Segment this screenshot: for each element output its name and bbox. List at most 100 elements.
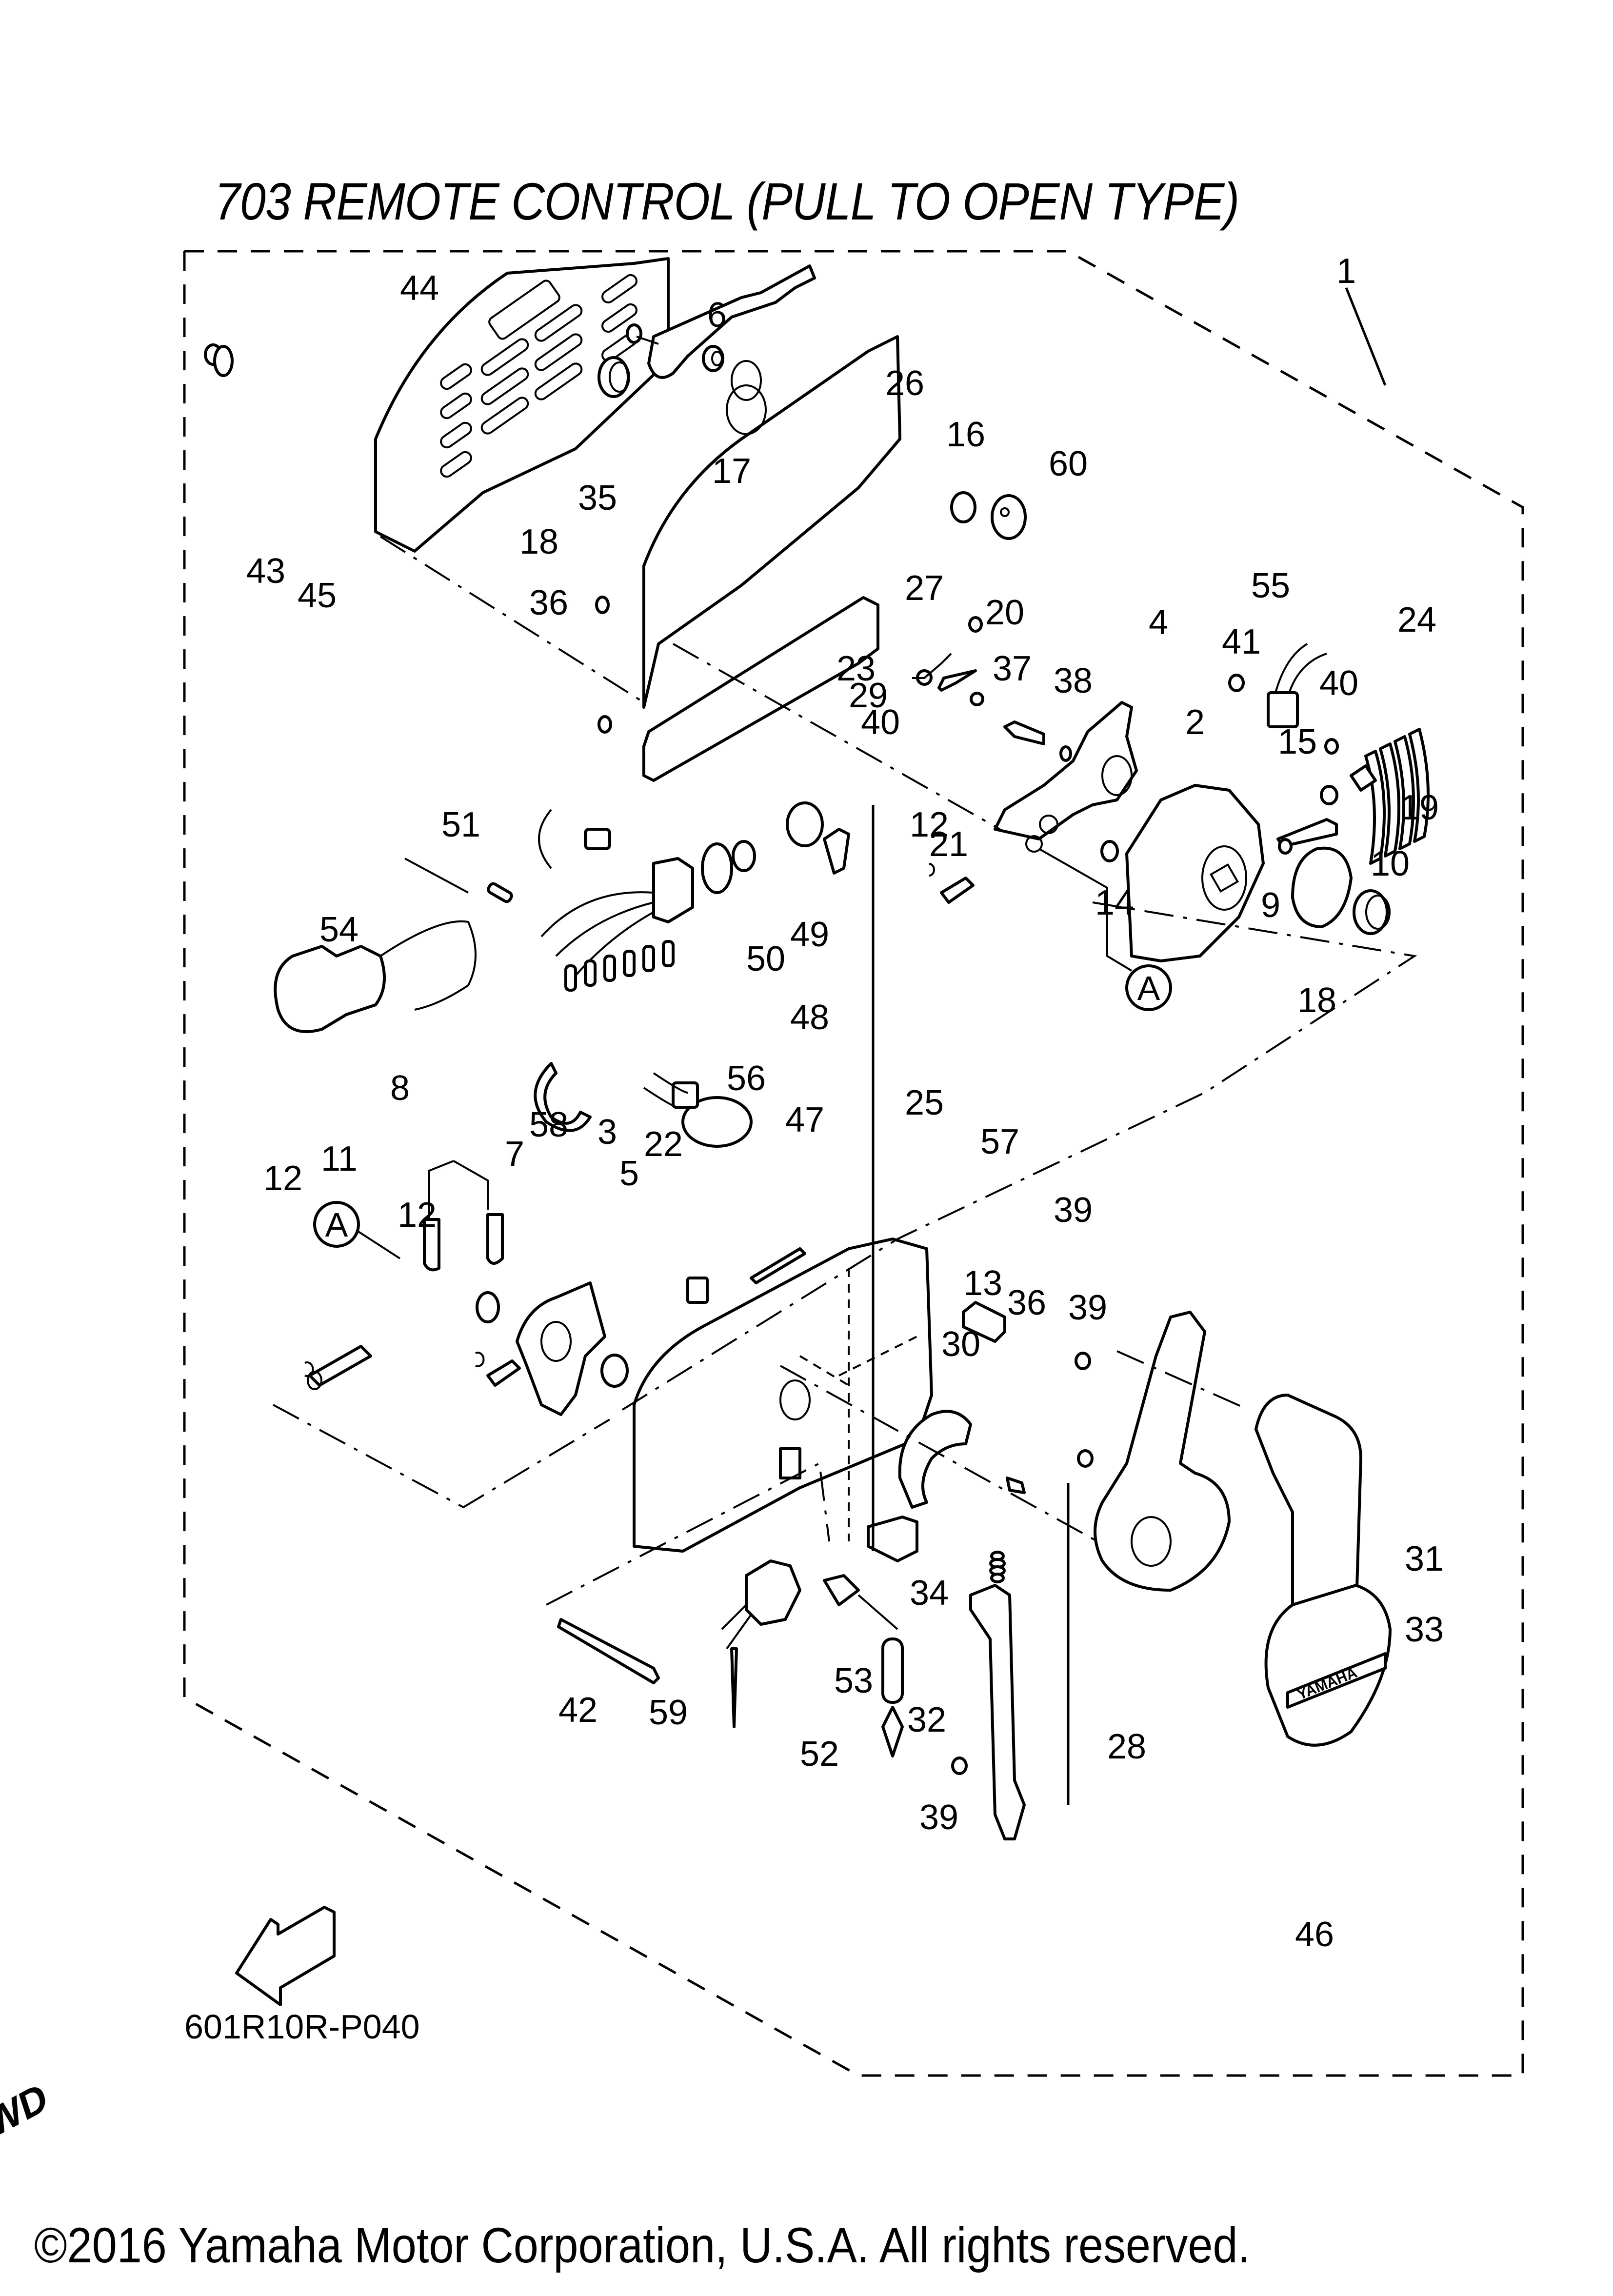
- part-51-lead-wire[interactable]: [404, 858, 513, 903]
- part-40-screw-right[interactable]: [1324, 738, 1339, 755]
- part-12-clip-mid[interactable]: [475, 1352, 485, 1367]
- label-15-visible: 15: [1278, 722, 1317, 761]
- label-39-c: 39: [919, 1798, 958, 1837]
- label-35: 35: [578, 479, 617, 518]
- part-40-screw-left[interactable]: [970, 692, 984, 706]
- part-18-grommet-lower[interactable]: [1353, 889, 1391, 935]
- label-34: 34: [910, 1574, 949, 1613]
- part-53-lanyard[interactable]: [823, 1574, 904, 1757]
- part-26-housing-upper[interactable]: [642, 335, 901, 709]
- part-37-bolt[interactable]: [1003, 720, 1045, 745]
- part-59-cable-tie[interactable]: [730, 1647, 738, 1728]
- part-42-bolt[interactable]: [557, 1618, 660, 1684]
- part-19-stopper[interactable]: [1350, 764, 1377, 792]
- part-36-screw-lower[interactable]: [597, 715, 612, 734]
- label-31: 31: [1405, 1539, 1444, 1578]
- part-36-screw-upper[interactable]: [595, 596, 610, 614]
- diagram-title: 703 REMOTE CONTROL (PULL TO OPEN TYPE): [215, 172, 1239, 231]
- label-26: 26: [885, 364, 924, 403]
- part-33-cover[interactable]: [1264, 1584, 1392, 1747]
- part-52-stop-switch[interactable]: [721, 1559, 801, 1650]
- part-31-grip[interactable]: [1255, 1394, 1362, 1636]
- part-32-neutral-lever[interactable]: [969, 1584, 1026, 1840]
- label-4: 4: [1149, 603, 1168, 642]
- label-30: 30: [941, 1325, 980, 1364]
- part-number-labels: 1 44 6 26 16 60 17 35 18 43 45 36 27 20 …: [246, 252, 1444, 1954]
- part-45-washer[interactable]: [213, 345, 234, 377]
- part-18-grommet-upper[interactable]: [597, 356, 630, 398]
- part-50-nut[interactable]: [732, 840, 756, 872]
- part-58-cable-clamp[interactable]: [534, 1062, 592, 1132]
- part-57-cushion[interactable]: [962, 1301, 1006, 1343]
- part-25-housing-main[interactable]: [633, 1238, 933, 1553]
- label-60: 60: [1049, 444, 1088, 483]
- label-20: 20: [985, 593, 1024, 632]
- part-21-link-lower[interactable]: [486, 1359, 521, 1387]
- part-21-link-upper[interactable]: [940, 877, 975, 904]
- label-10: 10: [1371, 844, 1410, 883]
- part-13-gear[interactable]: [898, 1410, 972, 1509]
- part-47-label[interactable]: [750, 1247, 806, 1284]
- label-13: 13: [963, 1264, 1002, 1303]
- part-12-clip-left[interactable]: [304, 1361, 314, 1377]
- part-20-collar[interactable]: [968, 616, 983, 633]
- part-39-screw-b[interactable]: [1077, 1449, 1094, 1468]
- label-28: 28: [1107, 1727, 1146, 1766]
- part-12-clip-upper[interactable]: [929, 863, 935, 877]
- part-41-screw[interactable]: [1228, 674, 1245, 692]
- part-38-washer[interactable]: [1059, 745, 1072, 762]
- part-27-housing-lower[interactable]: [642, 596, 879, 782]
- part-35-screw[interactable]: [626, 323, 659, 345]
- label-41: 41: [1222, 622, 1261, 661]
- label-2: 2: [1185, 703, 1205, 742]
- part-6-lever-plate[interactable]: [647, 264, 816, 379]
- part-54-connector[interactable]: [274, 920, 477, 1033]
- part-23-spring[interactable]: [912, 653, 952, 686]
- label-32: 32: [907, 1700, 946, 1739]
- part-9-plate[interactable]: [1291, 846, 1353, 928]
- part-29-detent-plate[interactable]: [937, 669, 977, 692]
- label-33: 33: [1405, 1610, 1444, 1649]
- label-51: 51: [441, 805, 480, 844]
- part-39-screw-c[interactable]: [951, 1757, 968, 1775]
- part-48-main-switch-assy[interactable]: [538, 809, 733, 992]
- label-52: 52: [800, 1735, 839, 1774]
- label-38: 38: [1054, 661, 1093, 700]
- part-17-bushing[interactable]: [702, 345, 724, 372]
- part-39-screw-a[interactable]: [1075, 1352, 1091, 1370]
- label-18-upper: 18: [519, 522, 558, 561]
- part-49-key-switch[interactable]: [786, 801, 850, 875]
- label-22: 22: [644, 1125, 683, 1164]
- part-34-switch-holder[interactable]: [867, 1516, 918, 1562]
- part-30-spring[interactable]: [989, 1551, 1006, 1583]
- assembly-boundary: [183, 250, 1524, 2077]
- part-11-pin[interactable]: [307, 1345, 372, 1390]
- label-16: 16: [946, 415, 985, 454]
- label-54: 54: [319, 910, 358, 949]
- part-28-handle[interactable]: [1094, 1311, 1231, 1592]
- part-4-bracket[interactable]: [994, 701, 1138, 853]
- part-7-washer[interactable]: [476, 1291, 500, 1323]
- part-15-collar[interactable]: [1320, 785, 1338, 805]
- part-60-disc-plate[interactable]: [991, 494, 1027, 540]
- part-9-nut[interactable]: [1278, 838, 1293, 855]
- part-2-gear-cam[interactable]: [1125, 784, 1265, 962]
- part-55-switch-lead[interactable]: [1267, 643, 1327, 728]
- part-5-bushing[interactable]: [600, 1354, 629, 1388]
- svg-text:A: A: [1137, 969, 1160, 1007]
- label-48: 48: [790, 998, 829, 1037]
- part-56-buzzer[interactable]: [643, 1072, 753, 1148]
- part-3-throttle-cam[interactable]: [516, 1281, 606, 1416]
- part-8-shift-link[interactable]: [423, 1160, 504, 1272]
- part-24-friction-plates[interactable]: [1364, 728, 1430, 865]
- part-36-screw-right[interactable]: [1006, 1477, 1026, 1494]
- part-16-washer[interactable]: [950, 491, 976, 523]
- label-19: 19: [1400, 788, 1439, 827]
- label-39-b: 39: [1068, 1288, 1107, 1327]
- label-15: 15: [1278, 722, 1317, 761]
- label-27: 27: [905, 569, 944, 608]
- part-22-holder[interactable]: [686, 1277, 709, 1304]
- label-59: 59: [649, 1693, 688, 1732]
- part-14-collar[interactable]: [1100, 840, 1119, 862]
